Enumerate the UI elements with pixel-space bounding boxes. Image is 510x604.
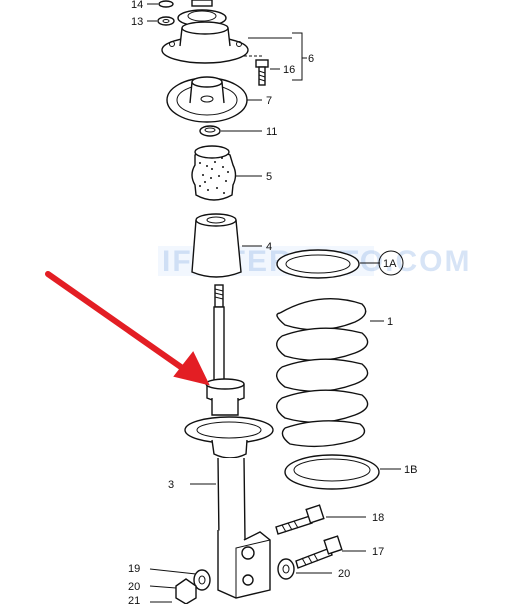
part-16-bolt [255, 59, 280, 86]
label-1A: 1A [383, 258, 397, 270]
label-14: 14 [131, 0, 143, 11]
label-1: 1 [387, 316, 393, 328]
bracket-6 [292, 32, 307, 81]
label-19: 19 [128, 563, 140, 575]
part-1A-spring-pad [276, 249, 404, 279]
part-3-shock-absorber [184, 284, 274, 599]
part-6-strut-mount [161, 21, 292, 64]
part-11-washer [199, 125, 262, 137]
part-5-bump-stop [191, 145, 262, 201]
label-16: 16 [283, 64, 295, 76]
label-3: 3 [168, 479, 174, 491]
label-18: 18 [372, 512, 384, 524]
part-19-nut [149, 568, 211, 591]
label-6: 6 [308, 53, 314, 65]
label-5: 5 [266, 171, 272, 183]
part-13 [147, 16, 175, 26]
label-21: 21 [128, 595, 140, 604]
part-17-bolt [295, 535, 366, 569]
red-arrow-indicator [45, 271, 210, 386]
part-20-washer-left [149, 578, 197, 604]
label-7: 7 [266, 95, 272, 107]
part-1B-spring-seat [284, 454, 401, 490]
part-14 [147, 0, 174, 8]
label-20-left: 20 [128, 581, 140, 593]
part-7-bearing [166, 76, 262, 123]
label-11: 11 [266, 126, 277, 138]
part-20-washer-right [277, 558, 332, 580]
label-4: 4 [266, 241, 272, 253]
part-18-bolt [275, 504, 366, 535]
label-20-right: 20 [338, 568, 350, 580]
part-labels: 14 13 6 16 7 11 5 4 1A 1 3 1B 18 17 19 2… [128, 0, 417, 604]
part-4-dust-boot [191, 213, 262, 278]
label-17: 17 [372, 546, 384, 558]
label-13: 13 [131, 16, 143, 28]
part-1-coil-spring [276, 298, 384, 448]
label-1B: 1B [404, 464, 417, 476]
